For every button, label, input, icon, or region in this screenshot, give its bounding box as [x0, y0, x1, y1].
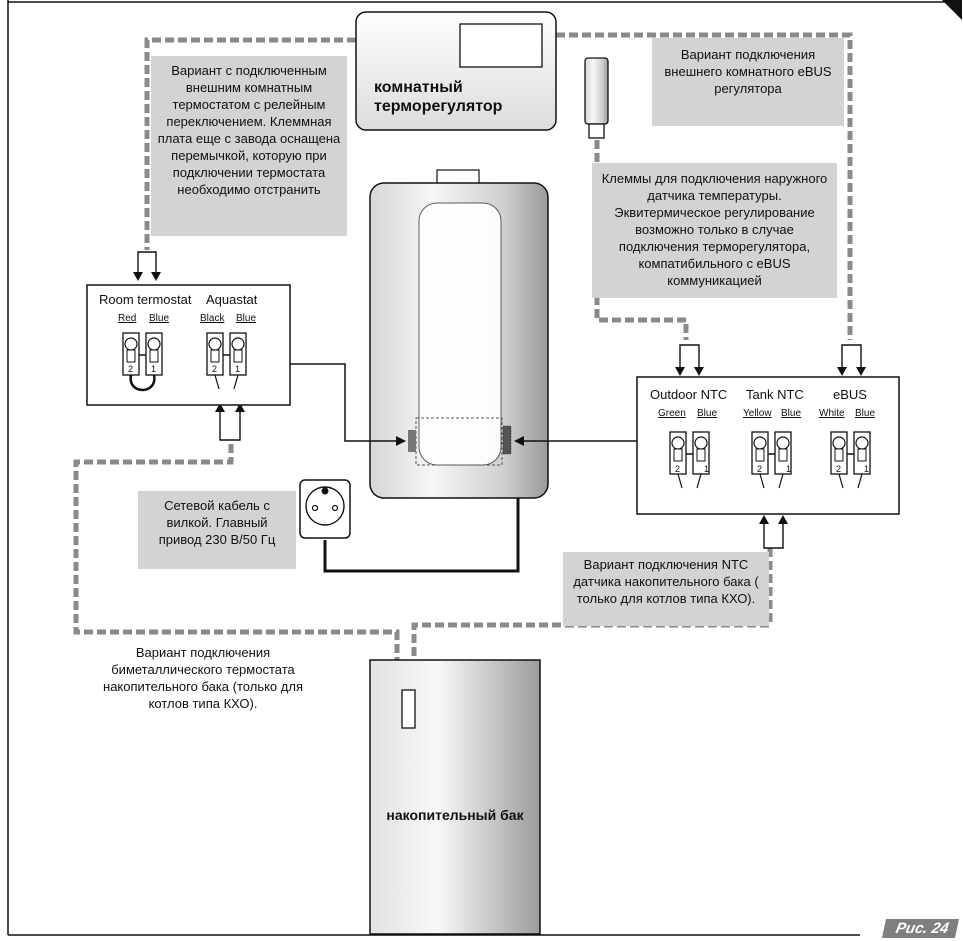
wire-color-blue: Blue [697, 408, 718, 419]
header-room-termostat: Room termostat [99, 292, 192, 307]
wire-color-black: Black [200, 313, 225, 324]
wire-color-yellow: Yellow [743, 408, 772, 419]
storage-tank [369, 659, 541, 935]
terminal-icon [122, 332, 140, 376]
jumper-wire [129, 374, 156, 392]
pin-number: 2 [212, 364, 218, 374]
wire-color-red: Red [118, 313, 137, 324]
dashed-route-outdoor-sensor [594, 140, 689, 340]
note-outdoor-sensor: Клеммы для подключения наружного датчика… [592, 163, 837, 298]
pin-number: 1 [235, 364, 241, 374]
header-ebus: eBUS [833, 387, 867, 402]
terminal-icon [669, 431, 687, 475]
pin-number: 2 [757, 464, 763, 474]
figure-badge: Рис. 24 [882, 919, 960, 938]
dashed-route-ebus [556, 32, 853, 340]
terminal-icon [830, 431, 848, 475]
note-ntc-tank: Вариант подключения NTC датчика накопите… [563, 552, 769, 626]
note-ebus-regulator: Вариант подключения внешнего комнатного … [652, 38, 844, 126]
header-aquastat: Aquastat [206, 292, 258, 307]
terminals [122, 332, 871, 489]
arrow-heads [133, 272, 866, 524]
left-terminal-block [86, 284, 291, 406]
pin-number: 2 [128, 364, 134, 374]
pin-number: 1 [704, 464, 710, 474]
boiler [369, 169, 549, 499]
wire-color-blue: Blue [149, 313, 170, 324]
terminal-icon [229, 332, 247, 376]
wire-color-blue: Blue [781, 408, 802, 419]
pin-number: 2 [675, 464, 681, 474]
arrow-left-block-to-boiler [290, 363, 406, 446]
thermostat-label: комнатный терморегулятор [374, 79, 503, 115]
dashed-wiring [73, 32, 853, 660]
dashed-route-bimetal [73, 444, 400, 660]
note-relay-thermostat: Вариант с подключенным внешним комнатным… [151, 56, 347, 236]
header-tank-ntc: Tank NTC [746, 387, 804, 402]
terminal-icon [774, 431, 792, 475]
sensor-icon [584, 57, 609, 139]
connection-arrows [290, 363, 637, 446]
note-bimetal-tank: Вариант подключения биметаллического тер… [89, 640, 317, 714]
wire-color-green: Green [658, 408, 686, 419]
note-power-cable: Сетевой кабель с вилкой. Главный привод … [138, 491, 296, 569]
page-frame [7, 0, 962, 936]
pin-number: 1 [864, 464, 870, 474]
wire-color-white: White [819, 408, 845, 419]
power-cable [323, 498, 520, 573]
pin-number: 2 [836, 464, 842, 474]
room-thermostat [355, 11, 557, 131]
arrow-icon [137, 251, 862, 549]
header-outdoor-ntc: Outdoor NTC [650, 387, 728, 402]
pin-number: 1 [151, 364, 157, 374]
dashed-route-room-thermostat [144, 37, 356, 250]
terminal-icon [145, 332, 163, 376]
terminal-icon [853, 431, 871, 475]
tank-label: накопительный бак [386, 807, 524, 823]
socket-icon [299, 479, 351, 539]
wire-color-blue: Blue [236, 313, 257, 324]
pin-number: 1 [786, 464, 792, 474]
wire-color-blue: Blue [855, 408, 876, 419]
